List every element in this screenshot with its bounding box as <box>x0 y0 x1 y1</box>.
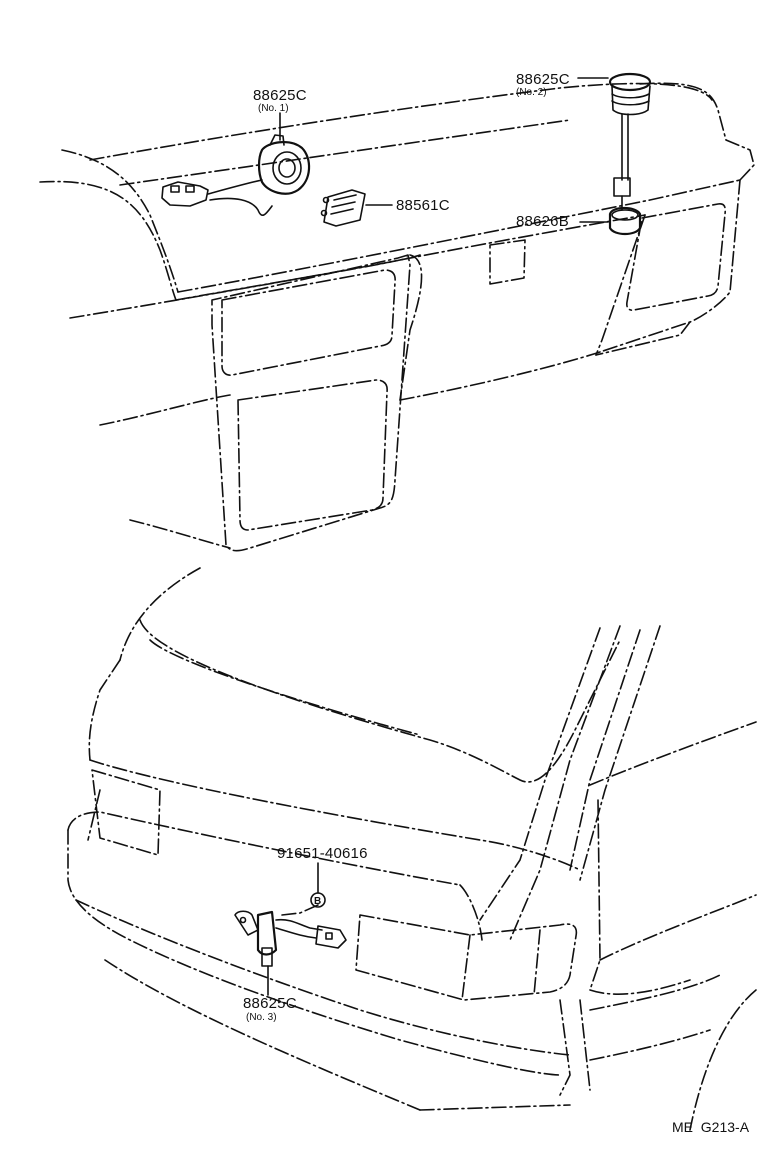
bracket-88561c-drawing <box>320 189 393 227</box>
socket-no2-drawing <box>577 72 652 236</box>
part-number-88625c-no1: 88625C <box>253 87 307 104</box>
socket-no3-drawing <box>234 862 347 996</box>
part-sub-no3: (No. 3) <box>246 1012 277 1023</box>
part-number-88626b: 88626B <box>516 213 569 230</box>
figure-code: ME G213-A <box>672 1119 750 1135</box>
part-sub-no2: (No. 2) <box>516 87 547 98</box>
part-sub-no1: (No. 1) <box>258 103 289 114</box>
lower-body-outline <box>67 567 757 1131</box>
part-number-88625c-no2: 88625C <box>516 71 570 88</box>
bolt-marker-b: B <box>314 896 321 907</box>
part-number-88561c: 88561C <box>396 197 450 214</box>
upper-body-outline <box>39 82 755 549</box>
trunk-plate-recess <box>211 203 727 552</box>
label-group: 88625C (No. 1) 88625C (No. 2) 88561C 886… <box>243 71 750 1135</box>
part-number-88625c-no3: 88625C <box>243 995 297 1012</box>
part-number-91651-40616: 91651-40616 <box>277 845 368 862</box>
socket-no1-drawing <box>161 112 311 217</box>
